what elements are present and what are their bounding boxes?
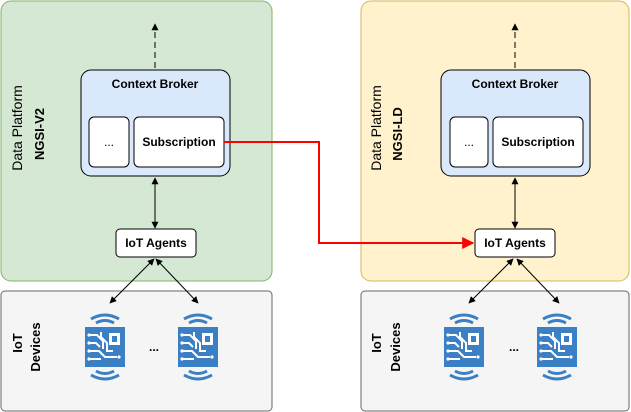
- ngsi-ld-ellipsis-box: [449, 116, 489, 168]
- ngsi-v2-devices-ellipsis: ...: [149, 340, 159, 354]
- ngsi-v2-iot-agents-label: IoT Agents: [125, 236, 187, 250]
- ngsi-ld-agent-device-arrow-1: [468, 258, 514, 304]
- ngsi-v2-subscription-label: Subscription: [142, 135, 215, 149]
- ngsi-v2-ellipsis-box: [88, 116, 130, 168]
- ngsi-ld-platform-label: Data Platform: [368, 85, 384, 171]
- ngsi-v2-platform-label: Data Platform: [9, 85, 25, 171]
- ngsi-ld-context-broker-label: Context Broker: [472, 77, 559, 91]
- ngsi-v2-agent-device-arrow-2: [155, 258, 199, 304]
- ngsi-ld-devices-label-line2: Devices: [388, 322, 403, 371]
- ngsi-v2-platform-version: NGSI-V2: [32, 108, 47, 160]
- ngsi-ld-platform-version: NGSI-LD: [390, 107, 405, 160]
- ngsi-v2-devices-label-line1: IoT: [10, 333, 25, 353]
- ngsi-ld-ellipsis-label: ...: [464, 135, 474, 149]
- ngsi-ld-iot-agents-label: IoT Agents: [484, 236, 546, 250]
- subscription-to-iot-agents-link: [224, 141, 475, 249]
- ngsi-v2-context-broker-label: Context Broker: [112, 77, 199, 91]
- ngsi-ld-devices-label-line1: IoT: [369, 333, 384, 353]
- ngsi-ld-subscription-label: Subscription: [501, 135, 574, 149]
- ngsi-ld-iot-agents: [474, 228, 556, 258]
- ngsi-ld-devices-ellipsis: ...: [509, 340, 519, 354]
- ngsi-ld-subscription-box: [492, 116, 584, 168]
- ngsi-v2-ellipsis-label: ...: [104, 135, 114, 149]
- ngsi-v2-devices-label-line2: Devices: [28, 322, 43, 371]
- ngsi-v2-iot-agents: [115, 228, 197, 258]
- ngsi-ld-agent-device-arrow-2: [516, 258, 560, 304]
- ngsi-v2-agent-device-arrow-1: [109, 258, 155, 304]
